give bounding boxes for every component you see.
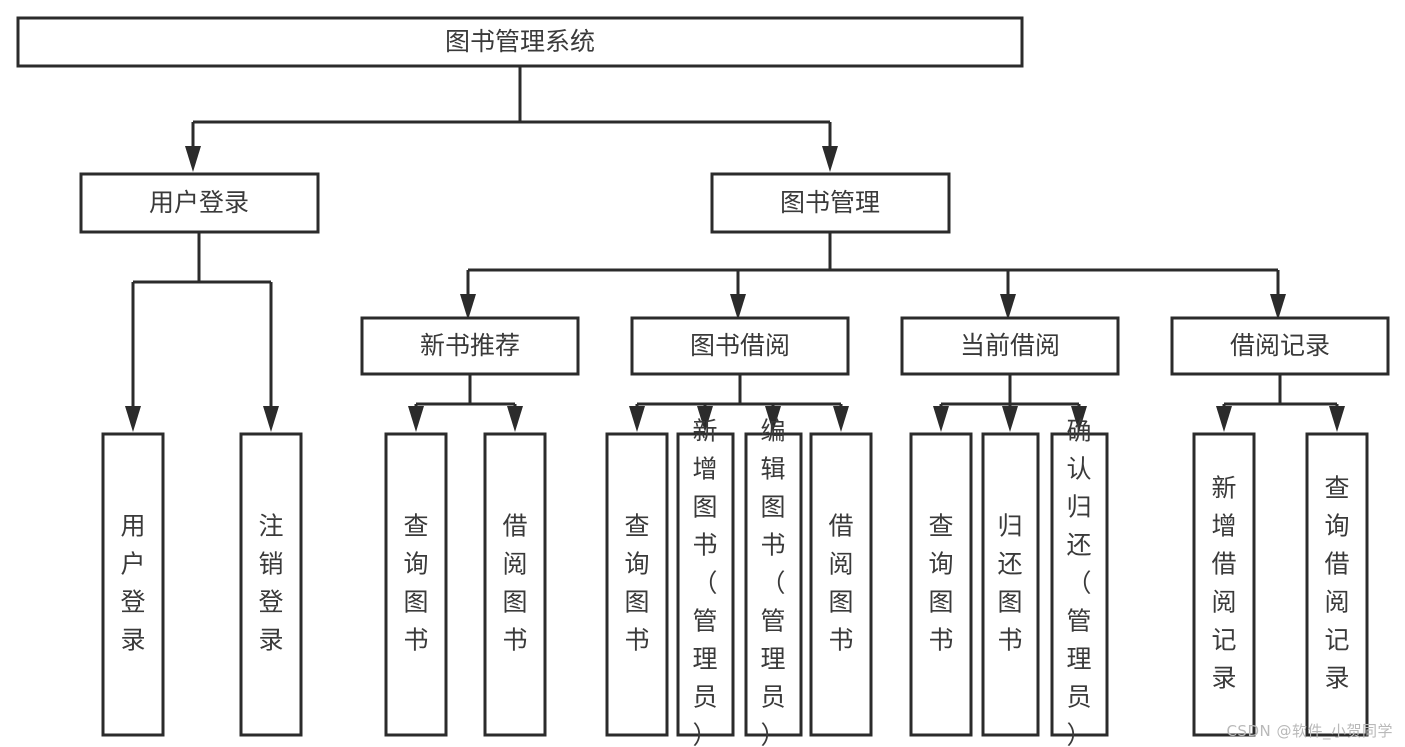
node-current-borrow[interactable]: 当前借阅 (900, 316, 1120, 376)
node-borrow-record-box[interactable] (1170, 316, 1390, 376)
node-new-book-rec-box[interactable] (360, 316, 580, 376)
node-leaf-query-book-3-box[interactable] (909, 432, 973, 737)
csdn-watermark: CSDN @软件_小贺同学 (1226, 722, 1393, 740)
node-leaf-borrow-book-2-box[interactable] (809, 432, 873, 737)
node-leaf-logout[interactable]: 注销登录 (239, 432, 303, 737)
arrow-to-leaf-query-book-1 (408, 406, 424, 432)
arrow-to-borrow-record (1270, 294, 1286, 320)
node-leaf-query-book-1[interactable]: 查询图书 (384, 432, 448, 737)
node-leaf-user-login[interactable]: 用户登录 (101, 432, 165, 737)
node-leaf-query-book-2[interactable]: 查询图书 (605, 432, 669, 737)
arrow-to-leaf-return-book (1002, 406, 1018, 432)
connector-layer (125, 66, 1345, 432)
arrow-to-leaf-add-record (1216, 406, 1232, 432)
node-leaf-confirm-return[interactable]: 确认归还（管理员） (1050, 417, 1109, 747)
arrow-to-leaf-user-login (125, 406, 141, 432)
arrow-to-leaf-query-record (1329, 406, 1345, 432)
node-leaf-query-book-2-box[interactable] (605, 432, 669, 737)
arrow-to-book-borrow (730, 294, 746, 320)
node-new-book-rec[interactable]: 新书推荐 (360, 316, 580, 376)
node-leaf-add-book-box[interactable] (676, 432, 735, 737)
node-leaf-query-record-box[interactable] (1305, 432, 1369, 737)
node-leaf-borrow-book-1[interactable]: 借阅图书 (483, 432, 547, 737)
node-leaf-query-book-3-label: 查询图书 (928, 512, 953, 655)
node-new-book-rec-label: 新书推荐 (420, 331, 520, 360)
node-book-manage-label: 图书管理 (780, 188, 880, 217)
node-leaf-logout-label: 注销登录 (258, 512, 283, 655)
node-leaf-borrow-book-1-box[interactable] (483, 432, 547, 737)
node-borrow-record[interactable]: 借阅记录 (1170, 316, 1390, 376)
node-book-borrow[interactable]: 图书借阅 (630, 316, 850, 376)
node-root-box[interactable] (16, 16, 1024, 68)
node-book-borrow-label: 图书借阅 (690, 331, 790, 360)
arrow-to-leaf-logout (263, 406, 279, 432)
node-leaf-query-book-1-box[interactable] (384, 432, 448, 737)
node-leaf-borrow-book-1-label: 借阅图书 (502, 512, 527, 655)
node-leaf-borrow-book-2-label: 借阅图书 (828, 512, 853, 655)
node-leaf-add-book-label: 新增图书（管理员） (692, 417, 717, 747)
arrow-to-user-login (185, 146, 201, 172)
arrow-to-leaf-query-book-2 (629, 406, 645, 432)
node-borrow-record-label: 借阅记录 (1230, 331, 1330, 360)
node-leaf-edit-book-box[interactable] (744, 432, 803, 737)
node-user-login-box[interactable] (79, 172, 320, 234)
node-leaf-logout-box[interactable] (239, 432, 303, 737)
node-current-borrow-box[interactable] (900, 316, 1120, 376)
node-leaf-return-book-box[interactable] (981, 432, 1040, 737)
node-book-borrow-box[interactable] (630, 316, 850, 376)
arrow-to-current-borrow (1000, 294, 1016, 320)
node-user-login-label: 用户登录 (149, 188, 249, 217)
node-leaf-query-record[interactable]: 查询借阅记录 (1305, 432, 1369, 737)
node-leaf-confirm-return-label: 确认归还（管理员） (1066, 417, 1091, 747)
node-leaf-add-book[interactable]: 新增图书（管理员） (676, 417, 735, 747)
node-root-label: 图书管理系统 (445, 27, 595, 56)
node-user-login[interactable]: 用户登录 (79, 172, 320, 234)
node-current-borrow-label: 当前借阅 (960, 331, 1060, 360)
node-leaf-add-record-box[interactable] (1192, 432, 1256, 737)
node-book-manage[interactable]: 图书管理 (710, 172, 951, 234)
node-leaf-query-book-2-label: 查询图书 (624, 512, 649, 655)
node-leaf-edit-book[interactable]: 编辑图书（管理员） (744, 417, 803, 747)
node-book-manage-box[interactable] (710, 172, 951, 234)
node-leaf-query-record-label: 查询借阅记录 (1324, 474, 1349, 693)
arrow-to-leaf-borrow-book-2 (833, 406, 849, 432)
node-leaf-user-login-box[interactable] (101, 432, 165, 737)
node-leaf-confirm-return-box[interactable] (1050, 432, 1109, 737)
node-leaf-borrow-book-2[interactable]: 借阅图书 (809, 432, 873, 737)
node-leaf-add-record[interactable]: 新增借阅记录 (1192, 432, 1256, 737)
arrow-to-leaf-query-book-3 (933, 406, 949, 432)
arrow-to-book-manage (822, 146, 838, 172)
node-leaf-edit-book-label: 编辑图书（管理员） (760, 417, 785, 747)
node-leaf-return-book[interactable]: 归还图书 (981, 432, 1040, 737)
node-leaf-return-book-label: 归还图书 (997, 512, 1022, 655)
node-leaf-query-book-3[interactable]: 查询图书 (909, 432, 973, 737)
arrow-to-leaf-borrow-book-1 (507, 406, 523, 432)
node-leaf-user-login-label: 用户登录 (120, 512, 145, 655)
node-leaf-add-record-label: 新增借阅记录 (1211, 474, 1236, 693)
arrow-to-new-book-rec (460, 294, 476, 320)
node-leaf-query-book-1-label: 查询图书 (403, 512, 428, 655)
node-root[interactable]: 图书管理系统 (16, 16, 1024, 68)
